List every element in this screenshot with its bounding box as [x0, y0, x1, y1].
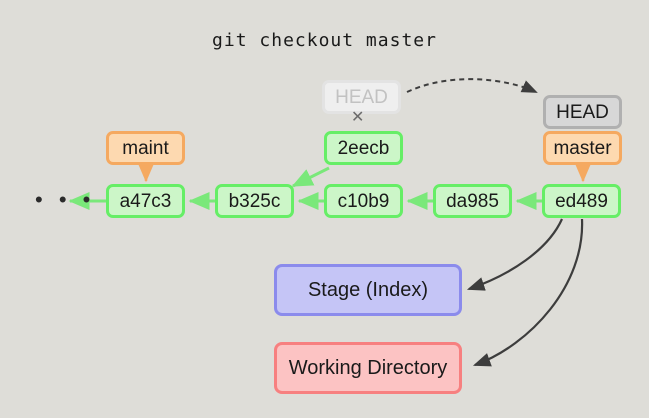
arrow-ed489-to-working-directory [472, 218, 584, 367]
commit-label-c10b9: c10b9 [337, 190, 390, 212]
branch-label-master-text: master [553, 137, 612, 159]
page-title: git checkout master [212, 30, 437, 51]
branch-label-master[interactable]: master [543, 131, 622, 165]
history-ellipsis: • • • [35, 187, 96, 212]
commit-node-ed489[interactable]: ed489 [542, 184, 621, 218]
head-label-old: HEAD [322, 80, 401, 114]
arrow-2eecb-to-b325c [291, 166, 330, 188]
head-label-new[interactable]: HEAD [543, 95, 622, 129]
branch-pointer-arrows [138, 164, 591, 183]
head-label-new-text: HEAD [556, 101, 609, 123]
stage-index-box[interactable]: Stage (Index) [274, 264, 462, 316]
arrow-head-move-dashed [406, 78, 538, 93]
commit-label-a47c3: a47c3 [119, 190, 172, 212]
working-directory-box[interactable]: Working Directory [274, 342, 462, 394]
branch-label-maint-text: maint [122, 137, 169, 159]
commit-node-b325c[interactable]: b325c [215, 184, 294, 218]
commit-node-c10b9[interactable]: c10b9 [324, 184, 403, 218]
commit-label-2eecb: 2eecb [337, 137, 390, 159]
commit-label-ed489: ed489 [555, 190, 608, 212]
commit-node-a47c3[interactable]: a47c3 [106, 184, 185, 218]
commit-node-2eecb[interactable]: 2eecb [324, 131, 403, 165]
head-label-old-text: HEAD [335, 86, 388, 108]
commit-chain-arrows [68, 166, 543, 210]
head-detached-x-icon: ✕ [351, 109, 365, 126]
arrow-ed489-to-stage [466, 218, 564, 291]
commit-node-da985[interactable]: da985 [433, 184, 512, 218]
commit-label-b325c: b325c [228, 190, 281, 212]
stage-index-label: Stage (Index) [307, 279, 429, 301]
commit-label-da985: da985 [446, 190, 499, 212]
branch-label-maint[interactable]: maint [106, 131, 185, 165]
working-directory-label: Working Directory [288, 357, 448, 379]
